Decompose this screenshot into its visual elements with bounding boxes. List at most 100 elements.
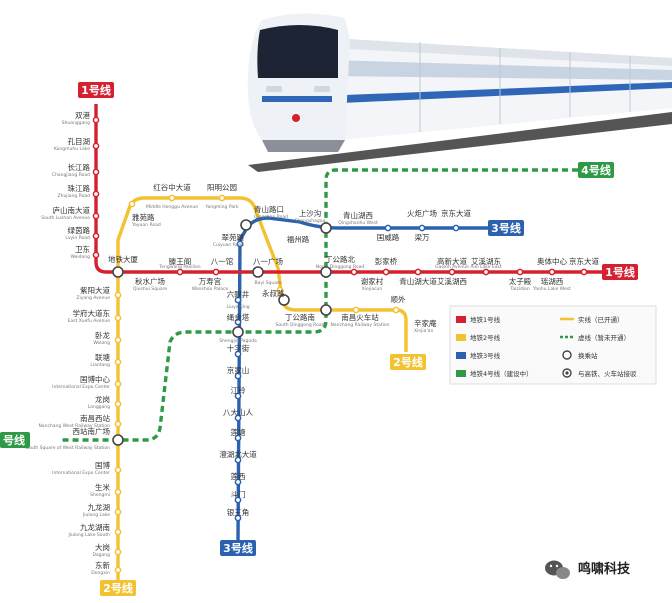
legend-item-interchange: 换乘站 (562, 350, 598, 360)
station-label: 艾溪湖西 (437, 276, 467, 286)
station-label-en: Gaoxin Avenue (435, 264, 469, 270)
station-label: 银三角 (227, 507, 250, 517)
line-4 (60, 168, 578, 442)
station-label: 谢家村 (361, 276, 384, 286)
line-1 (94, 104, 602, 274)
svg-text:3号线: 3号线 (491, 221, 521, 235)
station-label: 国威路 (377, 232, 400, 242)
legend-item-line4: 地铁4号线（建设中） (456, 369, 533, 378)
station-label: 奥体中心 (537, 256, 567, 266)
svg-text:3号线: 3号线 (223, 541, 253, 555)
line2-tag-right: 2号线 (390, 354, 426, 370)
watermark-text: 鸣啸科技 (578, 561, 631, 577)
svg-text:地铁3号线: 地铁3号线 (470, 351, 501, 360)
legend: 地铁1号线 地铁2号线 地铁3号线 地铁4号线（建设中） 实线（已开通） 虚线（… (449, 305, 657, 385)
line3-tag-right: 3号线 (488, 220, 524, 236)
station-label: 雅苑路 (132, 212, 155, 222)
station-label-en: Shengmi (90, 492, 110, 498)
station-label: 万寿宫 (199, 276, 222, 286)
station-label-en: Zhujiang Road (58, 193, 91, 199)
station-label: 顺外 (391, 294, 406, 304)
interchange-stations (112, 219, 332, 446)
station-label-en: Jiulong Lake (82, 512, 110, 518)
station-label: 西站南广场 (73, 426, 111, 436)
station-label: 京东大道 (441, 208, 471, 218)
station-label: 阳明公园 (207, 183, 237, 192)
station-label-en: East Xuefu Avenue (68, 318, 111, 324)
station-label-en: Yayuan Road (131, 222, 161, 228)
station-label-en: Qingshanhu West (338, 220, 378, 226)
station-label: 九龙湖 (88, 502, 111, 512)
svg-text:实线（已开通）: 实线（已开通） (578, 315, 624, 324)
svg-text:地铁1号线: 地铁1号线 (470, 315, 501, 324)
station-label-en: Qiushui Square (133, 286, 167, 292)
svg-text:虚线（暂未开通）: 虚线（暂未开通） (578, 333, 630, 342)
train-illustration (247, 13, 672, 172)
svg-text:与高铁、火车站接驳: 与高铁、火车站接驳 (578, 369, 637, 378)
station-label: 澄湖北大道 (219, 449, 257, 459)
station-label-en: Cuiyuan Road (213, 242, 244, 248)
station-label: 地铁大厦 (108, 254, 138, 264)
svg-text:换乘站: 换乘站 (578, 351, 598, 360)
station-label: 丁公路北 (325, 254, 355, 264)
legend-item-solid: 实线（已开通） (560, 315, 624, 324)
svg-text:号线: 号线 (3, 433, 25, 447)
station-label: 南昌火车站 (341, 312, 379, 322)
station-label-en: Xinjia'an (414, 328, 433, 334)
station-label-en: North Dinggong Road (316, 264, 365, 270)
station-label: 珠江路 (68, 183, 91, 193)
station-label-en: Middle Honggu Avenue (146, 204, 198, 210)
svg-text:1号线: 1号线 (81, 83, 111, 97)
line4-tag-left: 号线 (0, 432, 30, 448)
station-label: 国博 (95, 460, 110, 470)
station-label-en: Kongmuhu Lake (54, 146, 90, 152)
station-label: 庐山南大道 (53, 205, 91, 215)
station-label: 孔目湖 (68, 137, 91, 146)
svg-text:2号线: 2号线 (393, 355, 423, 369)
station-label: 十字街 (227, 343, 250, 353)
svg-text:地铁4号线（建设中）: 地铁4号线（建设中） (470, 369, 533, 378)
station-label-en: Changjiang Road (52, 172, 90, 178)
line1-tag-top: 1号线 (78, 82, 114, 98)
station-label: 福州路 (287, 234, 310, 244)
station-label: 紫阳大道 (80, 285, 110, 295)
station-label: 瑶湖西 (541, 276, 564, 286)
svg-text:1号线: 1号线 (605, 265, 635, 279)
station-label: 八一广场 (253, 256, 283, 266)
station-label-en: Dongxin (91, 570, 110, 576)
station-label: 上沙沟 (299, 208, 322, 218)
station-label: 高新大道 (437, 256, 467, 266)
station-label-en: Liuyanjing (226, 304, 249, 310)
legend-item-rail: 与高铁、火车站接驳 (562, 368, 637, 378)
station-label: 斗门 (231, 490, 246, 499)
station-label-en: International Expo Center (52, 384, 110, 390)
station-label-en: Yangming Park (204, 204, 238, 210)
station-label-en: Shuanggang (62, 120, 90, 126)
station-label-en: Yaohu Lake West (532, 286, 571, 292)
svg-text:地铁2号线: 地铁2号线 (470, 333, 501, 342)
station-label: 龙岗 (95, 394, 110, 404)
station-label-en: Dagang (92, 552, 110, 558)
station-label: 莲西 (231, 471, 246, 481)
station-dots (92, 116, 588, 574)
station-label: 卧龙 (95, 330, 110, 340)
station-label-en: South Lushan Avenue (41, 215, 90, 221)
station-label-en: Aixi Lake East (470, 264, 502, 270)
station-label: 国博中心 (80, 374, 110, 384)
station-label-en: Shangshagou (295, 218, 326, 224)
line4-tag-top: 4号线 (578, 162, 614, 178)
station-label: 南昌西站 (80, 413, 110, 423)
legend-item-line2: 地铁2号线 (456, 333, 501, 342)
station-label-en: Weidong (70, 254, 90, 260)
station-label: 大岗 (95, 542, 110, 552)
station-label: 双港 (75, 110, 90, 120)
station-label-en: Longgang (88, 404, 110, 410)
svg-text:4号线: 4号线 (581, 163, 611, 177)
station-label: 长江路 (68, 162, 91, 172)
line3-tag-bottom: 3号线 (220, 540, 256, 556)
station-label: 京家山 (227, 365, 250, 375)
station-label: 卫东 (75, 244, 90, 254)
station-label: 丁公路南 (285, 312, 315, 322)
station-label: 绳金塔 (227, 312, 250, 322)
